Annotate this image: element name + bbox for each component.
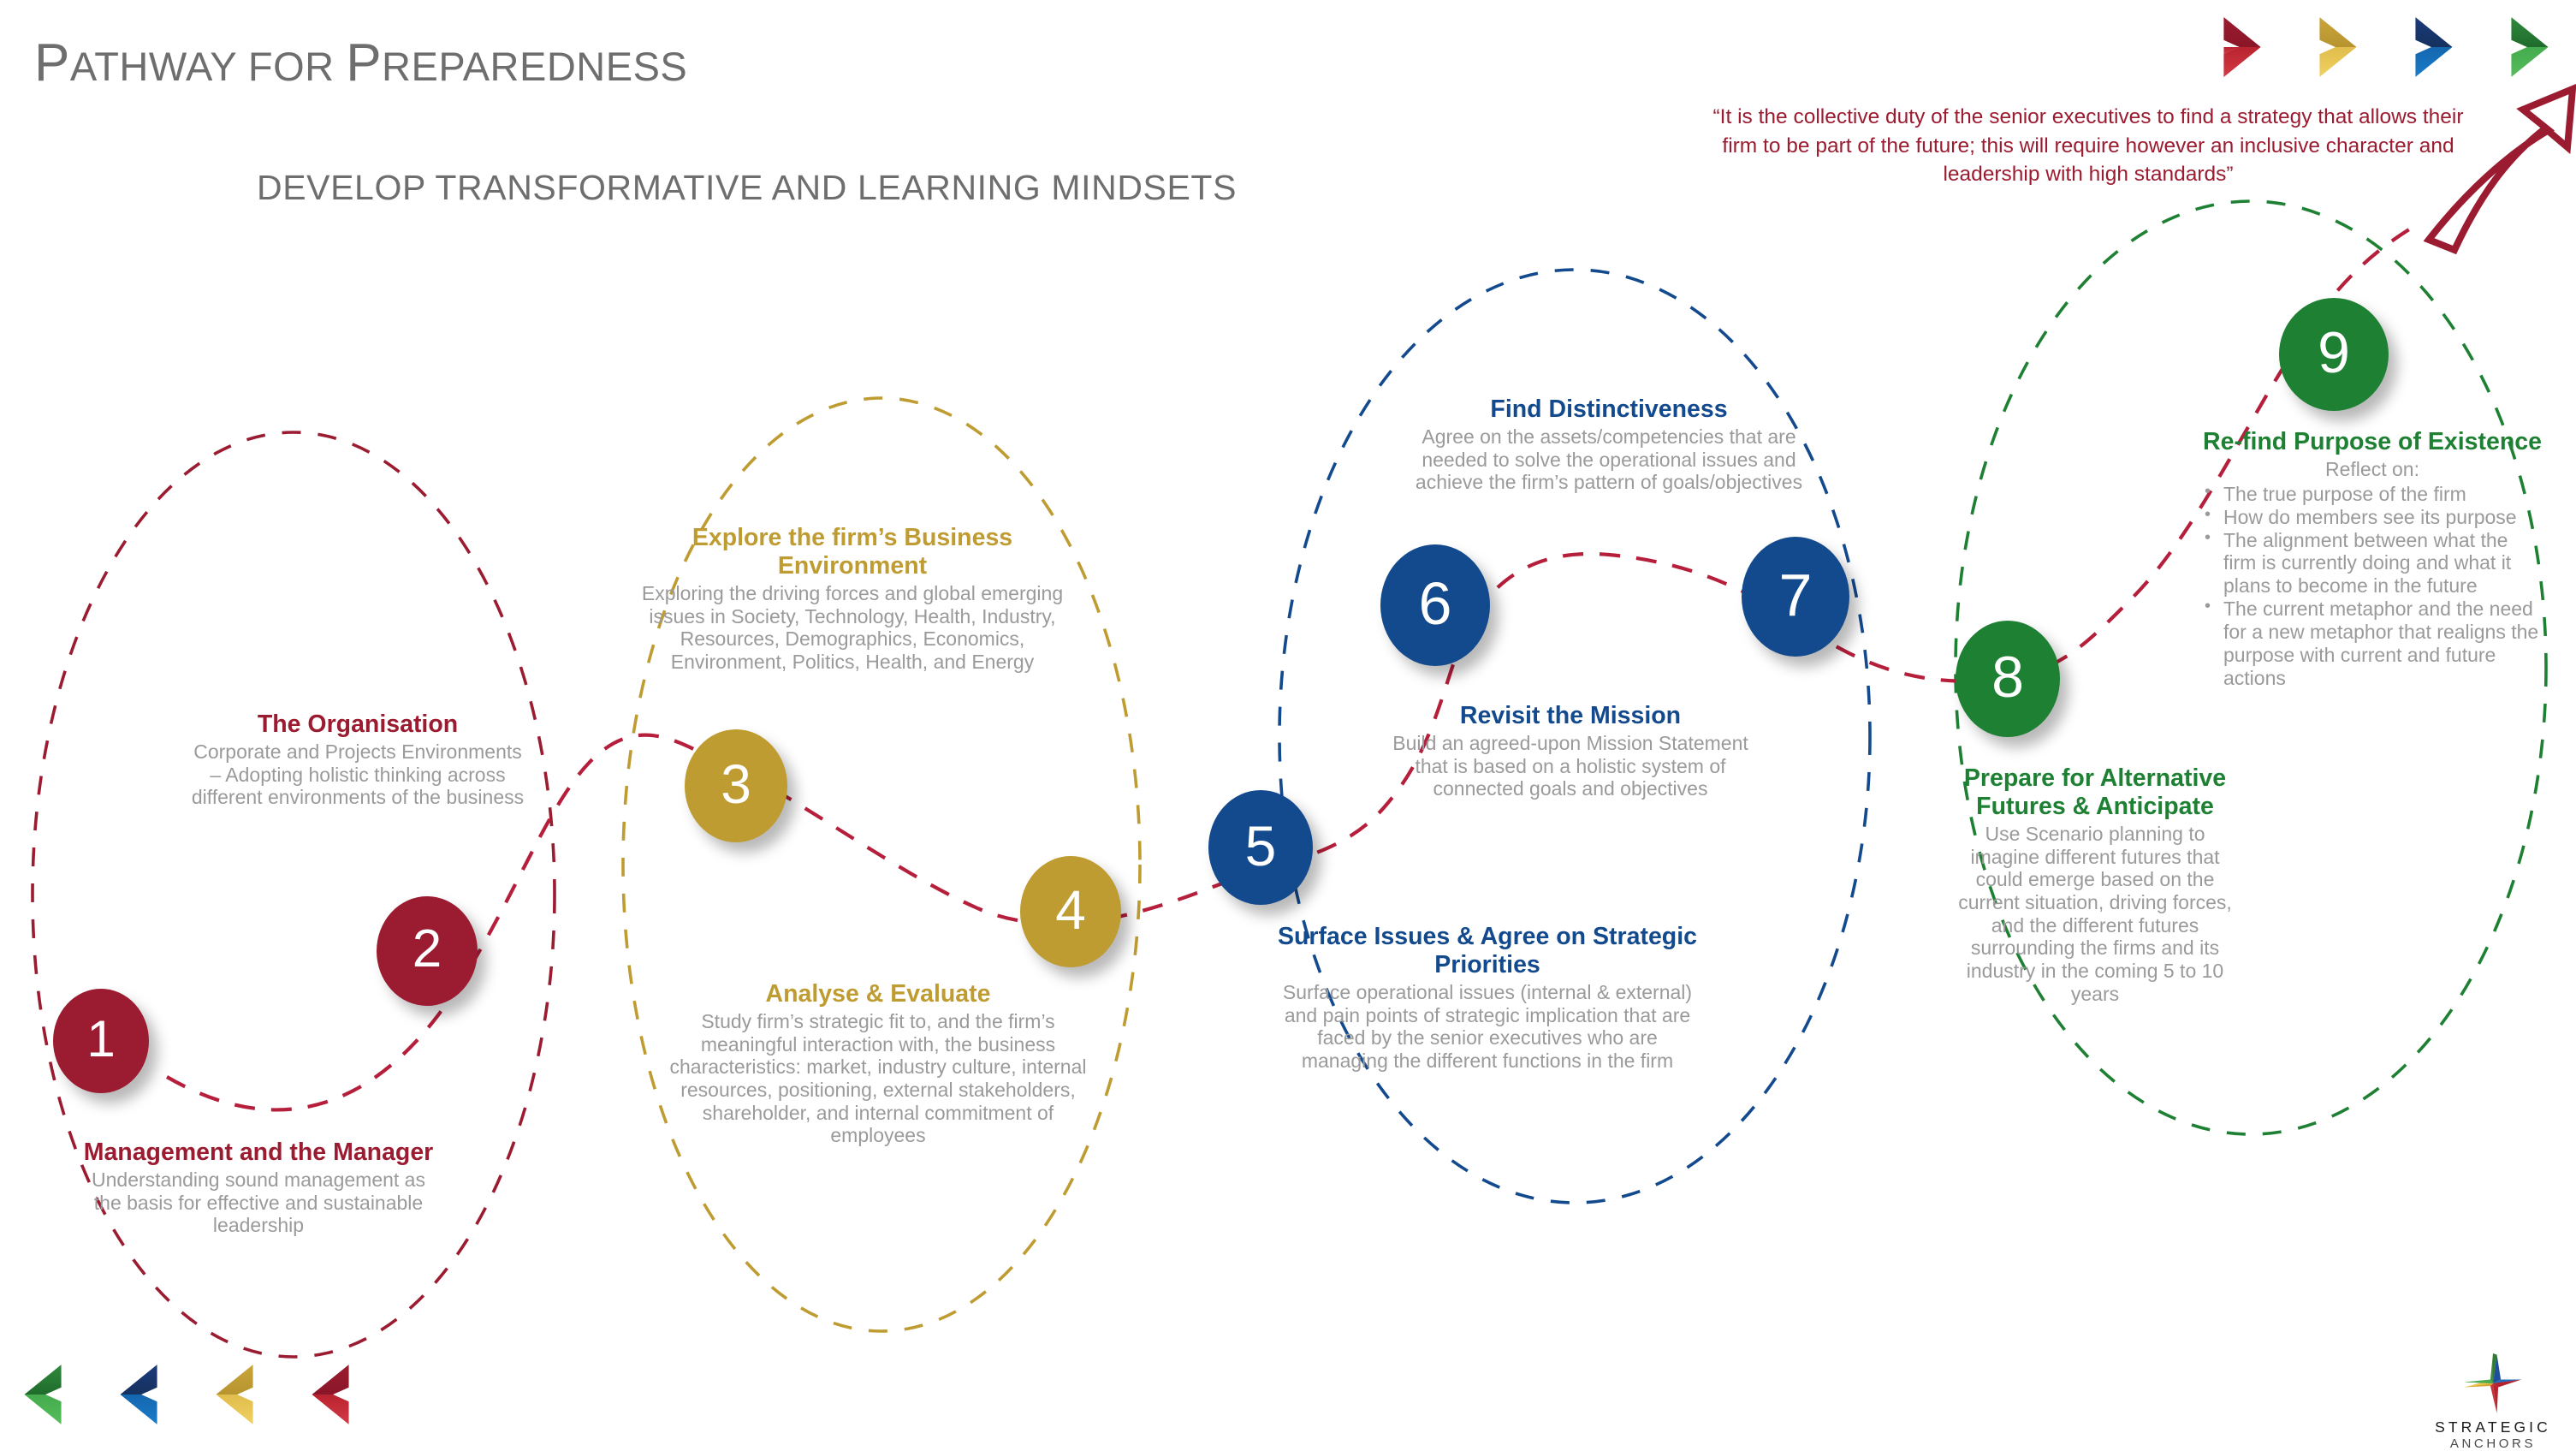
step-body-3: Exploring the driving forces and global …: [641, 582, 1064, 674]
step-bubble-1[interactable]: 1: [53, 989, 149, 1093]
executive-quote: “It is the collective duty of the senior…: [1712, 105, 2464, 187]
chevron-row-top-right: [2217, 12, 2557, 82]
title-rest-2: REPAREDNESS: [382, 44, 688, 89]
chevron-right-green-icon: [2511, 17, 2549, 77]
step-bullet: The current metaphor and the need for a …: [2201, 597, 2543, 690]
step-block-4: Analyse & Evaluate Study firm’s strategi…: [668, 980, 1089, 1147]
step-body-6: Build an agreed-upon Mission Statement t…: [1392, 732, 1748, 800]
step-number-1: 1: [86, 1010, 116, 1067]
step-block-3: Explore the firm’s Business Environment …: [633, 524, 1071, 674]
step-number-6: 6: [1418, 570, 1452, 637]
step-block-9: Re-find Purpose of Existence Reflect on:…: [2201, 428, 2543, 690]
loop-ellipse-green: [1954, 199, 2548, 1136]
step-block-6: Revisit the Mission Build an agreed-upon…: [1378, 702, 1763, 800]
step-title-1: Management and the Manager: [83, 1139, 434, 1166]
title-cap-2: P: [346, 33, 383, 92]
step-bubble-9[interactable]: 9: [2279, 298, 2389, 411]
step-title-8: Prepare for Alternative Futures & Antici…: [1963, 764, 2227, 821]
loop-ellipse-blue: [1278, 268, 1872, 1204]
step-number-3: 3: [721, 753, 751, 815]
step-number-7: 7: [1778, 562, 1813, 628]
loop-ellipse-gold: [621, 396, 1142, 1333]
step-bubble-7[interactable]: 7: [1742, 537, 1849, 657]
step-number-5: 5: [1244, 814, 1277, 877]
step-body-7: Agree on the assets/competencies that ar…: [1415, 425, 1803, 494]
chevron-right-blue-icon: [2415, 17, 2453, 77]
step-bubble-5[interactable]: 5: [1208, 790, 1313, 905]
chevron-right-gold-icon: [2319, 17, 2357, 77]
step-block-8: Prepare for Alternative Futures & Antici…: [1958, 764, 2232, 1005]
step-block-5: Surface Issues & Agree on Strategic Prio…: [1273, 923, 1701, 1073]
step-bubble-8[interactable]: 8: [1956, 621, 2060, 737]
step-body-4: Study firm’s strategic fit to, and the f…: [669, 1010, 1087, 1147]
step-title-7: Find Distinctiveness: [1490, 395, 1728, 423]
step-bullet: The alignment between what the firm is c…: [2201, 528, 2543, 598]
step-bullet: The true purpose of the firm: [2201, 482, 2543, 506]
title-rest-1: ATHWAY FOR: [69, 44, 347, 89]
logo-line-2: ANCHORS: [2449, 1436, 2537, 1451]
growth-arrow-icon: [2423, 84, 2576, 255]
logo-line-1: STRATEGIC: [2435, 1418, 2551, 1436]
step-body-9: Reflect on:: [2325, 458, 2419, 481]
step-title-4: Analyse & Evaluate: [765, 980, 991, 1008]
brand-logo: STRATEGIC ANCHORS: [2429, 1351, 2557, 1451]
chevron-right-red-icon: [2223, 17, 2261, 77]
step-number-2: 2: [412, 919, 442, 978]
step-bullets-9: The true purpose of the firm How do memb…: [2201, 482, 2543, 690]
step-bubble-6[interactable]: 6: [1380, 544, 1490, 666]
step-number-8: 8: [1991, 645, 2024, 710]
chevron-left-red-icon: [312, 1365, 349, 1424]
page-title: PATHWAY FOR PREPAREDNESS: [34, 33, 687, 93]
step-title-3: Explore the firm’s Business Environment: [691, 524, 1013, 580]
step-bubble-4[interactable]: 4: [1020, 856, 1121, 967]
step-body-8: Use Scenario planning to imagine differe…: [1958, 823, 2232, 1005]
step-title-2: The Organisation: [257, 711, 459, 738]
loop-ellipse-red: [31, 431, 556, 1359]
journey-path: [165, 228, 2411, 1112]
step-body-5: Surface operational issues (internal & e…: [1282, 981, 1693, 1073]
page-subtitle: DEVELOP TRANSFORMATIVE AND LEARNING MIND…: [257, 168, 1238, 207]
step-title-5: Surface Issues & Agree on Strategic Prio…: [1278, 923, 1697, 979]
step-title-6: Revisit the Mission: [1459, 702, 1682, 729]
compass-star-icon: [2464, 1353, 2522, 1413]
step-number-4: 4: [1055, 879, 1086, 941]
step-number-9: 9: [2318, 320, 2350, 385]
step-body-1: Understanding sound management as the ba…: [92, 1169, 425, 1237]
title-cap-1: P: [34, 33, 70, 92]
step-block-2: The Organisation Corporate and Projects …: [187, 711, 529, 809]
step-bubble-3[interactable]: 3: [685, 729, 787, 842]
step-block-1: Management and the Manager Understanding…: [79, 1139, 438, 1237]
step-bullet: How do members see its purpose: [2201, 505, 2543, 529]
step-block-7: Find Distinctiveness Agree on the assets…: [1404, 395, 1814, 494]
step-bubble-2[interactable]: 2: [377, 896, 478, 1006]
chevron-left-green-icon: [24, 1365, 62, 1424]
step-body-2: Corporate and Projects Environments – Ad…: [191, 740, 525, 809]
chevron-left-gold-icon: [216, 1365, 253, 1424]
step-title-9: Re-find Purpose of Existence: [2203, 428, 2542, 455]
chevron-left-blue-icon: [120, 1365, 157, 1424]
chevron-row-bottom-left: [15, 1359, 356, 1430]
